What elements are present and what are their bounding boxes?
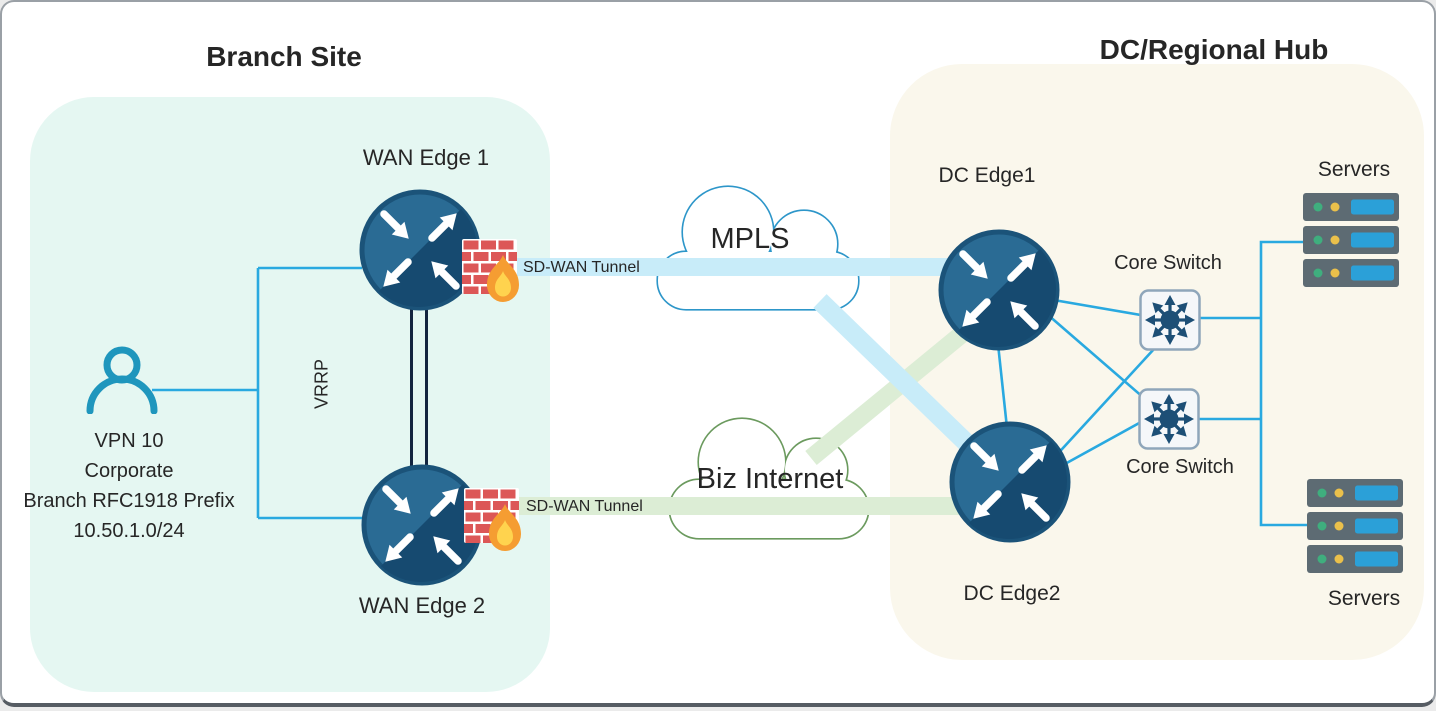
core-switch2-icon <box>1138 388 1200 455</box>
internet-tunnel-band-cross <box>805 322 974 465</box>
flame-icon <box>487 255 519 302</box>
wan-edge2-label: WAN Edge 2 <box>358 593 486 618</box>
dc-regional-hub-title: DC/Regional Hub <box>1099 34 1329 65</box>
dc-edge2-label: DC Edge2 <box>963 582 1061 605</box>
branch-lan-links <box>152 266 368 520</box>
wan-edge1-router-icon <box>358 188 482 317</box>
flame-icon <box>489 504 521 551</box>
servers-bottom-label: Servers <box>1327 587 1401 610</box>
firewall-icon-wan-edge2 <box>464 488 528 559</box>
servers-top-label: Servers <box>1317 158 1391 181</box>
mpls-tunnel-label: SD-WAN Tunnel <box>523 259 640 276</box>
branch-lan-info: VPN 10 Corporate Branch RFC1918 Prefix 1… <box>9 426 249 546</box>
biz-internet-cloud-label: Biz Internet <box>696 463 844 495</box>
subnet-label: 10.50.1.0/24 <box>73 520 185 542</box>
user-icon <box>84 344 160 419</box>
core-switch2-label: Core Switch <box>1126 456 1234 478</box>
mpls-tunnel-band-cross <box>813 294 986 462</box>
dc-edge1-label: DC Edge1 <box>938 164 1036 187</box>
branch-site-panel <box>30 97 550 692</box>
dc-edge1-router-icon <box>937 228 1061 357</box>
dc-links <box>996 240 1314 527</box>
wan-edge2-router-icon <box>360 463 484 592</box>
mpls-tunnel-band <box>470 258 967 276</box>
core-switch1-icon <box>1139 289 1201 356</box>
core-switch1-label: Core Switch <box>1114 252 1222 274</box>
vrrp-peer-links <box>410 305 428 469</box>
internet-tunnel-band <box>472 497 978 515</box>
servers-bottom-icon <box>1307 479 1403 578</box>
vpn-label: VPN 10 <box>94 430 164 452</box>
mpls-cloud-label: MPLS <box>710 223 790 255</box>
vrrp-label: VRRP <box>311 358 332 410</box>
segment-label: Corporate <box>84 460 174 482</box>
branch-site-title: Branch Site <box>206 41 362 72</box>
firewall-icon-wan-edge1 <box>462 239 526 310</box>
internet-tunnel-label: SD-WAN Tunnel <box>526 498 643 515</box>
wan-edge1-label: WAN Edge 1 <box>362 145 490 170</box>
prefix-label: Branch RFC1918 Prefix <box>23 490 235 512</box>
servers-top-icon <box>1303 193 1399 292</box>
dc-edge2-router-icon <box>948 420 1072 549</box>
